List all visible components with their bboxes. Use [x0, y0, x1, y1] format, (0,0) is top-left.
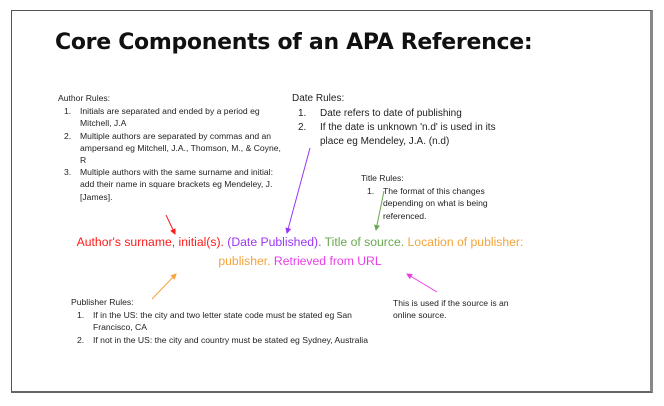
date-rules-heading: Date Rules: [292, 93, 345, 104]
list-item: 1.If in the US: the city and two letter … [77, 310, 352, 333]
date-rules: Date Rules: 1.Date refers to date of pub… [292, 92, 512, 149]
ref-location: Location of publisher: publisher. [218, 235, 524, 268]
date-arrow-icon [285, 147, 311, 234]
ref-date: (Date Published). [227, 235, 322, 249]
author-rules-heading: Author Rules: [58, 93, 111, 103]
ref-author: Author's surname, initial(s). [76, 235, 224, 249]
list-item: 2.If the date is unknown 'n.d' is used i… [298, 122, 496, 147]
title-rules-heading: Title Rules: [361, 173, 404, 183]
author-rules: Author Rules: 1.Initials are separated a… [58, 92, 283, 203]
ref-title: Title of source. [324, 235, 405, 249]
list-item: 2.Multiple authors are separated by comm… [64, 130, 281, 166]
slide-frame [11, 10, 653, 393]
publisher-rules-heading: Publisher Rules: [71, 297, 134, 307]
publisher-rules: Publisher Rules: 1.If in the US: the cit… [71, 296, 371, 346]
list-item: 2.If not in the US: the city and country… [77, 334, 368, 345]
list-item: 3.Multiple authors with the same surname… [64, 167, 273, 202]
publisher-arrow-icon [151, 273, 177, 300]
slide-title: Core Components of an APA Reference: [55, 30, 533, 55]
apa-reference-format: Author's surname, initial(s). (Date Publ… [60, 233, 540, 271]
title-rules: Title Rules: 1.The format of this change… [361, 172, 521, 222]
list-item: 1.The format of this changes depending o… [367, 186, 488, 221]
ref-url: Retrieved from URL [273, 254, 382, 268]
list-item: 1.Date refers to date of publishing [298, 108, 462, 119]
list-item: 1.Initials are separated and ended by a … [64, 106, 260, 129]
author-arrow-icon [165, 214, 176, 235]
url-arrow-icon [406, 273, 438, 293]
url-note: This is used if the source is an online … [393, 298, 509, 321]
title-arrow-icon [374, 190, 385, 231]
